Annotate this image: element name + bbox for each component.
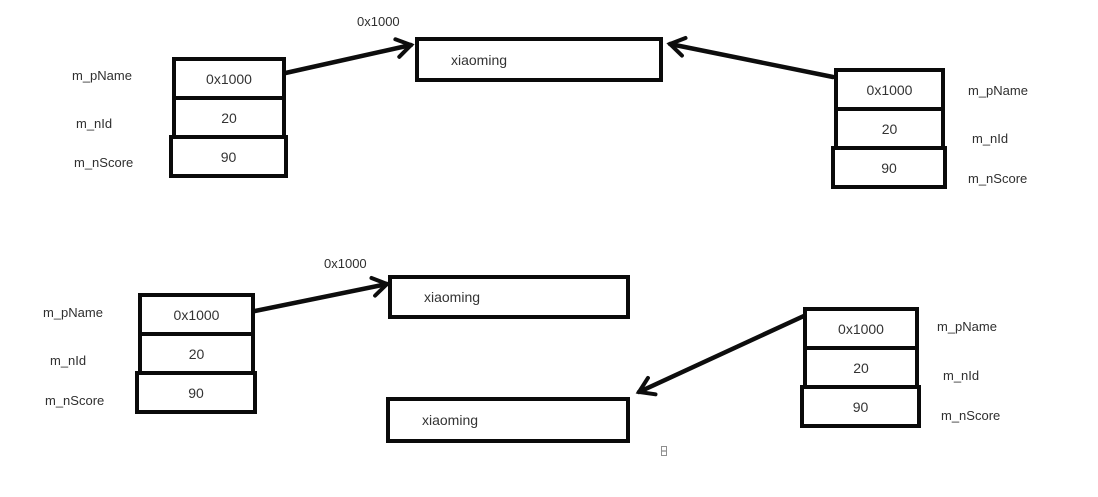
pointer-arrow-top-left: [278, 37, 415, 77]
string-box-left-copy: xiaoming: [388, 275, 630, 319]
string-box-value: xiaoming: [422, 412, 479, 428]
field-label-m-nscore: m_nScore: [968, 171, 1028, 186]
object-struct-bottom-right: 0x1000 20 90: [800, 307, 921, 428]
pointer-arrow-bottom-left: [247, 275, 391, 315]
struct-cell-m-nscore: 90: [135, 371, 257, 414]
struct-cell-m-pname: 0x1000: [138, 293, 255, 336]
struct-cell-m-nid: 20: [138, 332, 255, 375]
object-struct-top-right: 0x1000 20 90: [831, 68, 947, 189]
pointer-arrow-bottom-right: [635, 312, 809, 397]
string-box-shared: xiaoming: [415, 37, 663, 82]
field-label-m-nscore: m_nScore: [941, 408, 1001, 423]
field-label-m-nid: m_nId: [972, 131, 1009, 146]
pointer-address-label-top: 0x1000: [357, 14, 400, 29]
string-box-right-copy: xiaoming: [386, 397, 630, 443]
struct-cell-m-nid: 20: [803, 346, 919, 389]
struct-cell-m-nid: 20: [834, 107, 945, 150]
field-label-m-pname: m_pName: [968, 83, 1028, 98]
field-label-m-nscore: m_nScore: [45, 393, 105, 408]
field-label-m-nid: m_nId: [943, 368, 980, 383]
struct-cell-m-pname: 0x1000: [834, 68, 945, 111]
pointer-arrow-top-right: [666, 35, 836, 80]
object-struct-top-left: 0x1000 20 90: [169, 57, 288, 178]
string-box-value: xiaoming: [424, 289, 481, 305]
field-label-m-nscore: m_nScore: [74, 155, 134, 170]
struct-cell-m-nid: 20: [172, 96, 286, 139]
stray-artifact-glyph: [661, 446, 667, 456]
pointer-address-label-bottom: 0x1000: [324, 256, 367, 271]
struct-cell-m-pname: 0x1000: [172, 57, 286, 100]
struct-cell-m-nscore: 90: [169, 135, 288, 178]
field-label-m-pname: m_pName: [937, 319, 997, 334]
field-label-m-pname: m_pName: [43, 305, 103, 320]
field-label-m-nid: m_nId: [76, 116, 113, 131]
string-box-value: xiaoming: [451, 51, 508, 68]
struct-cell-m-nscore: 90: [800, 385, 921, 428]
struct-cell-m-pname: 0x1000: [803, 307, 919, 350]
struct-cell-m-nscore: 90: [831, 146, 947, 189]
object-struct-bottom-left: 0x1000 20 90: [135, 293, 257, 414]
field-label-m-pname: m_pName: [72, 68, 132, 83]
field-label-m-nid: m_nId: [50, 353, 87, 368]
